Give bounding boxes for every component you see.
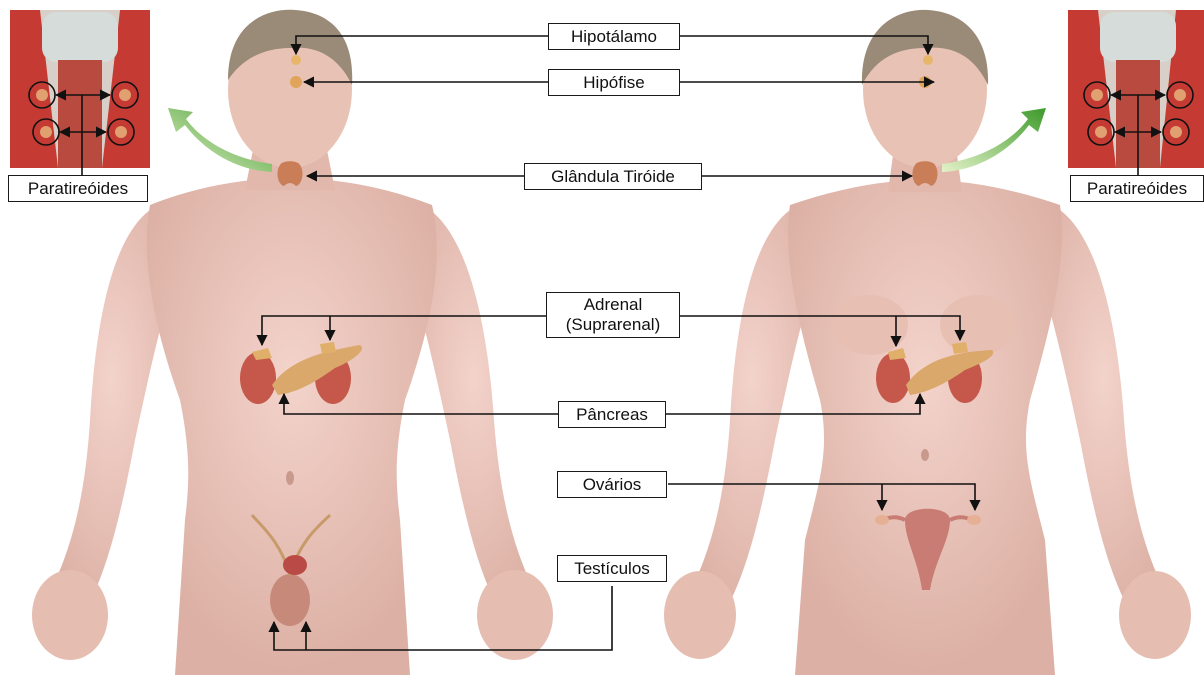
parathyroid-inset-right [1068, 10, 1204, 176]
male-left-kidney [240, 352, 276, 404]
label-ovaries: Ovários [557, 471, 667, 498]
male-thyroid [277, 161, 302, 186]
male-right-adrenal [320, 342, 336, 354]
male-right-hand [477, 570, 553, 660]
female-left-ovary [875, 515, 889, 525]
female-hypothalamus [923, 55, 933, 65]
label-parathyroid-right: Paratireóides [1070, 175, 1204, 202]
female-right-breast [940, 295, 1016, 355]
label-adrenal: Adrenal (Suprarenal) [546, 292, 680, 338]
female-left-kidney [876, 353, 910, 403]
label-parathyroid-left: Paratireóides [8, 175, 148, 202]
female-right-ovary [967, 515, 981, 525]
female-right-hand [1119, 571, 1191, 659]
female-thyroid [912, 161, 937, 186]
female-torso [788, 180, 1062, 675]
label-testicles: Testículos [557, 555, 667, 582]
female-right-adrenal [952, 342, 968, 354]
label-pancreas: Pâncreas [558, 401, 666, 428]
male-pituitary [290, 76, 302, 88]
male-hypothalamus [291, 55, 301, 65]
female-navel [921, 449, 929, 461]
female-left-hand [664, 571, 736, 659]
male-bladder [283, 555, 307, 575]
label-adrenal-line1: Adrenal [555, 295, 671, 315]
label-thyroid: Glândula Tiróide [524, 163, 702, 190]
label-pituitary: Hipófise [548, 69, 680, 96]
label-hypothalamus: Hipotálamo [548, 23, 680, 50]
label-adrenal-line2: (Suprarenal) [555, 315, 671, 335]
male-navel [286, 471, 294, 485]
male-testes [270, 574, 310, 626]
parathyroid-inset-left [10, 10, 150, 176]
male-left-hand [32, 570, 108, 660]
